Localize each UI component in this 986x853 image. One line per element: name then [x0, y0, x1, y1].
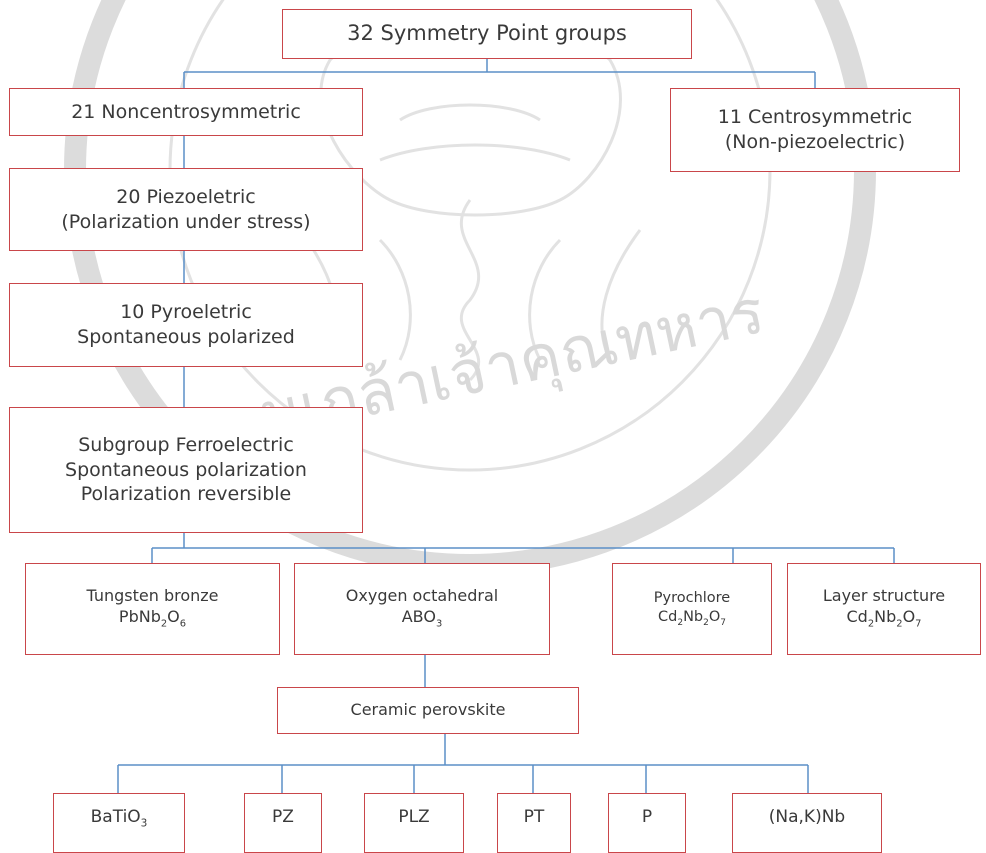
ferroelectric-line2: Spontaneous polarization [65, 458, 307, 481]
na-k-nb-box: (Na,K)Nb [732, 793, 882, 853]
ceramic-perovskite-box: Ceramic perovskite [277, 687, 579, 734]
pz-label: PZ [272, 807, 294, 827]
noncentrosymmetric-box: 21 Noncentrosymmetric [9, 88, 363, 136]
p-box: P [608, 793, 686, 853]
layer-structure-formula: Cd2Nb2O7 [846, 607, 922, 630]
centrosymmetric-line2: (Non-piezoelectric) [724, 131, 906, 153]
tungsten-bronze-name: Tungsten bronze [86, 586, 219, 606]
root-label: 32 Symmetry Point groups [347, 21, 627, 46]
pt-box: PT [497, 793, 571, 853]
ferroelectric-box: Subgroup Ferroelectric Spontaneous polar… [9, 407, 363, 533]
plz-box: PLZ [364, 793, 464, 853]
layer-structure-name: Layer structure [822, 586, 946, 606]
pt-label: PT [523, 807, 545, 827]
pyroelectric-box: 10 Pyroeletric Spontaneous polarized [9, 283, 363, 367]
batio3-label: BaTiO3 [90, 807, 148, 830]
oxygen-octahedral-formula: ABO3 [401, 607, 443, 630]
centrosymmetric-line1: 11 Centrosymmetric [717, 106, 913, 129]
tungsten-bronze-formula: PbNb2O6 [118, 607, 187, 630]
noncentrosymmetric-label: 21 Noncentrosymmetric [71, 100, 301, 123]
piezoelectric-line2: (Polarization under stress) [61, 210, 311, 233]
ferroelectric-line3: Polarization reversible [80, 483, 292, 506]
root-box: 32 Symmetry Point groups [282, 9, 692, 59]
tungsten-bronze-box: Tungsten bronze PbNb2O6 [25, 563, 280, 655]
ferroelectric-line1: Subgroup Ferroelectric [78, 433, 294, 456]
centrosymmetric-box: 11 Centrosymmetric (Non-piezoelectric) [670, 88, 960, 172]
oxygen-octahedral-box: Oxygen octahedral ABO3 [294, 563, 550, 655]
pyrochlore-box: Pyrochlore Cd2Nb2O7 [612, 563, 772, 655]
plz-label: PLZ [398, 807, 430, 827]
pyroelectric-line1: 10 Pyroeletric [120, 301, 252, 324]
ceramic-perovskite-label: Ceramic perovskite [350, 700, 506, 720]
oxygen-octahedral-name: Oxygen octahedral [345, 586, 499, 606]
layer-structure-box: Layer structure Cd2Nb2O7 [787, 563, 981, 655]
pyrochlore-name: Pyrochlore [653, 589, 731, 606]
pyrochlore-formula: Cd2Nb2O7 [658, 608, 726, 628]
pyroelectric-line2: Spontaneous polarized [77, 326, 295, 348]
na-k-nb-label: (Na,K)Nb [768, 807, 846, 827]
piezoelectric-line1: 20 Piezoeletric [116, 185, 256, 208]
p-label: P [641, 807, 653, 827]
batio3-box: BaTiO3 [53, 793, 185, 853]
piezoelectric-box: 20 Piezoeletric (Polarization under stre… [9, 168, 363, 251]
pz-box: PZ [244, 793, 322, 853]
